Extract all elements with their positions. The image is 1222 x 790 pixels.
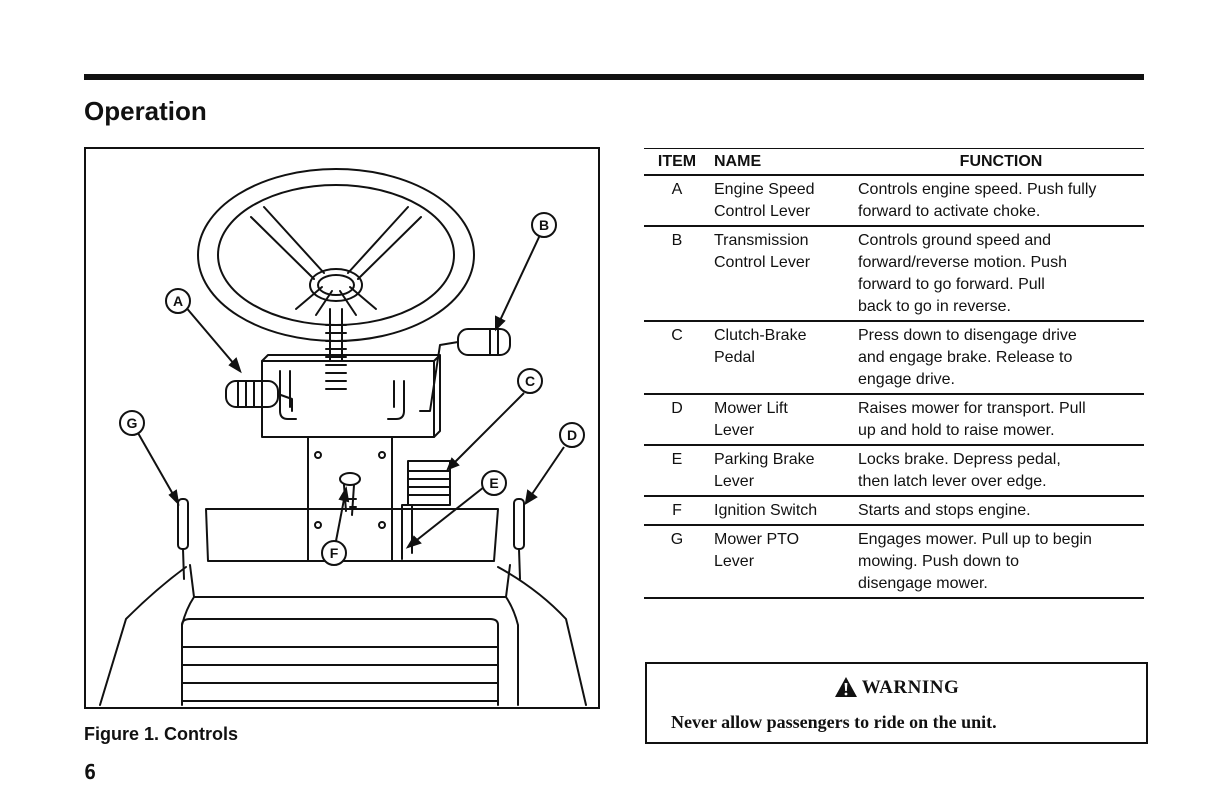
warning-text: Never allow passengers to ride on the un… — [671, 712, 997, 732]
callout-d — [559, 422, 585, 448]
row-item: G — [644, 525, 710, 599]
table-row: C Clutch-Brake Pedal Press down to disen… — [644, 321, 1144, 395]
section-title: Operation — [84, 96, 207, 126]
callout-f-label: F — [330, 545, 339, 561]
callout-g-arrow — [137, 432, 179, 504]
warning-triangle-icon — [834, 677, 857, 697]
table-header-row: ITEM NAME FUNCTION — [644, 148, 1144, 176]
ignition-switch — [339, 472, 361, 486]
controls-figure: A B C D E F G — [84, 147, 600, 709]
row-name: Engine Speed Control Lever — [710, 175, 858, 227]
table-row: A Engine Speed Control Lever Controls en… — [644, 175, 1144, 227]
header-function: FUNCTION — [858, 148, 1144, 176]
row-name: Parking Brake Lever — [710, 445, 858, 497]
callout-b — [531, 212, 557, 238]
callout-c — [517, 368, 543, 394]
header-item: ITEM — [644, 148, 710, 176]
table-row: E Parking Brake Lever Locks brake. Depre… — [644, 445, 1144, 497]
row-function: Starts and stops engine. — [858, 496, 1144, 526]
page-number: 6 — [84, 760, 97, 784]
clutch-brake-pedal — [407, 460, 451, 506]
callout-c-label: C — [525, 373, 535, 389]
callout-a — [165, 288, 191, 314]
row-item: F — [644, 496, 710, 526]
callout-e-label: E — [489, 475, 498, 491]
warning-header: WARNING — [647, 676, 1146, 699]
row-item: E — [644, 445, 710, 497]
warning-box: WARNING Never allow passengers to ride o… — [645, 662, 1148, 744]
row-name: Transmission Control Lever — [710, 226, 858, 322]
row-name: Mower Lift Lever — [710, 394, 858, 446]
steering-wheel-hub — [309, 268, 363, 302]
row-item: B — [644, 226, 710, 322]
row-item: D — [644, 394, 710, 446]
row-function: Locks brake. Depress pedal, then latch l… — [858, 445, 1144, 497]
controls-illustration: A B C D E F G — [99, 168, 587, 706]
row-function: Controls engine speed. Push fully forwar… — [858, 175, 1144, 227]
table-row: G Mower PTO Lever Engages mower. Pull up… — [644, 525, 1144, 599]
callout-a-label: A — [173, 293, 183, 309]
row-name: Mower PTO Lever — [710, 525, 858, 599]
callout-a-arrow — [183, 304, 241, 372]
header-name: NAME — [710, 148, 858, 176]
row-name: Ignition Switch — [710, 496, 858, 526]
callout-e-arrow — [407, 486, 485, 548]
pto-lever — [177, 498, 189, 550]
table-row: D Mower Lift Lever Raises mower for tran… — [644, 394, 1144, 446]
table-row: F Ignition Switch Starts and stops engin… — [644, 496, 1144, 526]
callout-d-label: D — [567, 427, 577, 443]
dash-panel — [261, 360, 435, 438]
row-function: Engages mower. Pull up to begin mowing. … — [858, 525, 1144, 599]
row-function: Controls ground speed and forward/revers… — [858, 226, 1144, 322]
row-function: Press down to disengage drive and engage… — [858, 321, 1144, 395]
warning-title: WARNING — [861, 677, 960, 698]
row-name: Clutch-Brake Pedal — [710, 321, 858, 395]
engine-speed-lever-knob — [225, 380, 279, 408]
callout-e — [481, 470, 507, 496]
transmission-lever-knob — [457, 328, 511, 356]
grille — [181, 618, 499, 706]
callout-f — [321, 540, 347, 566]
row-item: A — [644, 175, 710, 227]
callout-g-label: G — [127, 415, 138, 431]
callout-c-arrow — [447, 392, 525, 470]
mower-lift-lever — [513, 498, 525, 550]
callout-g — [119, 410, 145, 436]
figure-caption: Figure 1. Controls — [84, 724, 239, 744]
table-row: B Transmission Control Lever Controls gr… — [644, 226, 1144, 322]
callout-b-arrow — [495, 234, 541, 330]
top-rule — [84, 74, 1144, 80]
controls-table: ITEM NAME FUNCTION A Engine Speed Contro… — [644, 148, 1144, 599]
row-function: Raises mower for transport. Pull up and … — [858, 394, 1144, 446]
row-item: C — [644, 321, 710, 395]
tractor-hood — [205, 508, 499, 562]
callout-b-label: B — [539, 217, 549, 233]
steering-wheel-rim — [197, 168, 475, 342]
